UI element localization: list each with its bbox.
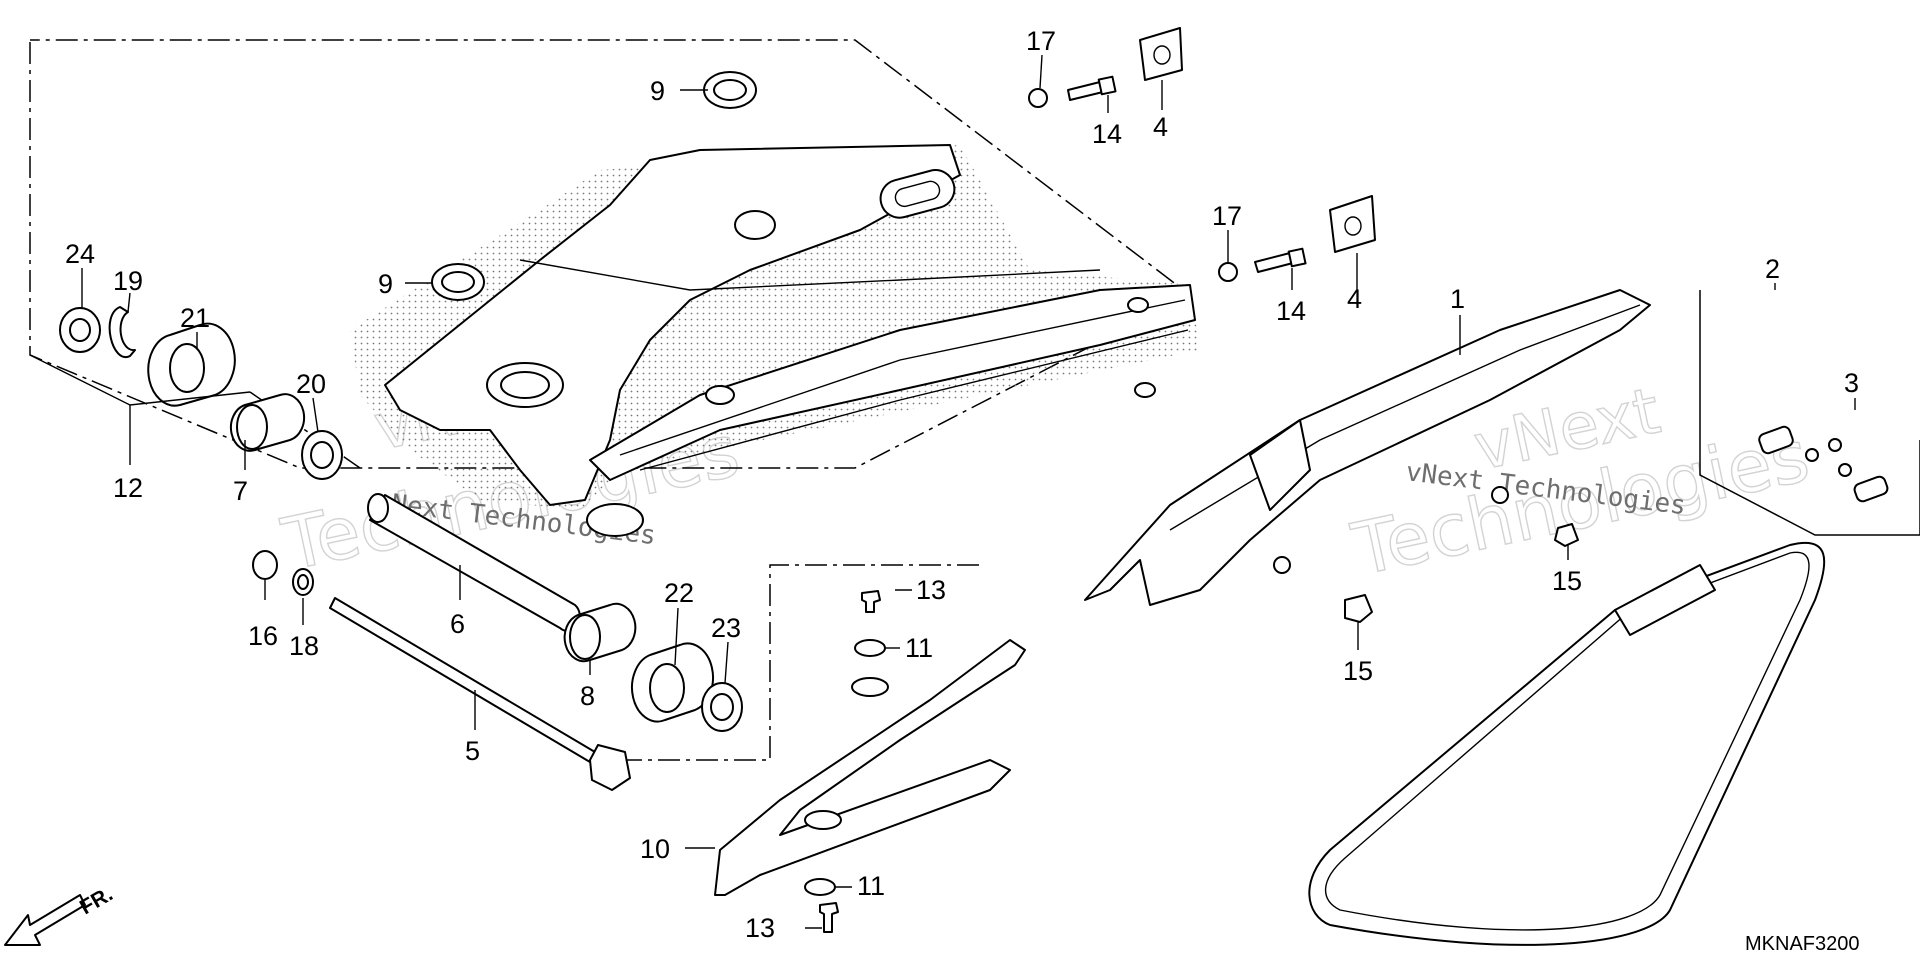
callout-6: 6 (450, 609, 465, 639)
callout-3: 3 (1844, 368, 1859, 398)
part-8-collar (563, 602, 637, 663)
part-16-nut (252, 550, 278, 580)
part-11-washer-lower (804, 878, 836, 896)
part-24-seal (59, 307, 101, 353)
part-14-bolt-upper (1067, 75, 1117, 101)
callout-21: 21 (180, 303, 210, 333)
front-direction-label: FR. (76, 882, 117, 919)
callouts: 1 2 3 4 4 5 6 7 8 9 9 10 11 11 12 13 13 … (65, 26, 1859, 943)
callout-9: 9 (378, 269, 393, 299)
callout-4: 4 (1153, 112, 1168, 142)
callout-14: 14 (1276, 296, 1306, 326)
part-15-bolt-lower (1344, 594, 1373, 623)
part-14-bolt-lower (1254, 247, 1307, 273)
callout-8: 8 (580, 681, 595, 711)
callout-14: 14 (1092, 119, 1122, 149)
part-9-seal-lower (431, 263, 485, 301)
callout-22: 22 (664, 578, 694, 608)
callout-13: 13 (745, 913, 775, 943)
part-3-chain-joint (1699, 290, 1920, 536)
callout-15: 15 (1343, 656, 1373, 686)
part-22-needle-bearing (631, 642, 714, 723)
part-15-bolt-upper (1554, 523, 1579, 547)
callout-7: 7 (233, 476, 248, 506)
part-9-seal-upper (703, 71, 757, 109)
callout-11: 11 (857, 871, 885, 901)
callout-13: 13 (916, 575, 946, 605)
callout-4: 4 (1347, 284, 1362, 314)
callout-20: 20 (296, 369, 326, 399)
part-2-drive-chain (1308, 541, 1826, 946)
part-23-seal (701, 682, 743, 732)
callout-17: 17 (1212, 201, 1242, 231)
callout-18: 18 (289, 631, 319, 661)
part-21-needle-bearing (147, 322, 236, 407)
part-11-washer-upper (854, 639, 886, 657)
callout-19: 19 (113, 266, 143, 296)
callout-24: 24 (65, 239, 95, 269)
callout-2: 2 (1765, 254, 1780, 284)
callout-5: 5 (465, 736, 480, 766)
part-17-nut-upper (1028, 88, 1048, 108)
callout-17: 17 (1026, 26, 1056, 56)
part-5-pivot-bolt (329, 597, 631, 791)
callout-10: 10 (640, 834, 670, 864)
diagram-code: MKNAF3200 (1745, 933, 1860, 955)
swingarm (350, 144, 1200, 537)
callout-12: 12 (113, 473, 143, 503)
part-20-bearing (301, 430, 343, 480)
callout-15: 15 (1552, 566, 1582, 596)
callout-11: 11 (905, 633, 933, 663)
callout-9: 9 (650, 76, 665, 106)
part-13-screw-lower (819, 902, 839, 933)
front-direction-arrow: FR. (4, 882, 117, 946)
part-1-chain-case (1084, 289, 1651, 606)
part-4-plate-upper (1139, 27, 1183, 81)
callout-1: 1 (1450, 284, 1465, 314)
part-19-circlip (108, 306, 136, 359)
part-7-collar (229, 393, 306, 452)
part-10-chain-slider (714, 639, 1026, 896)
callout-16: 16 (248, 621, 278, 651)
part-13-screw-upper (861, 590, 881, 613)
leader-lines (29, 54, 1856, 929)
part-18-washer (292, 568, 314, 596)
callout-23: 23 (711, 613, 741, 643)
part-17-nut-lower (1218, 262, 1238, 282)
part-4-plate-lower (1329, 195, 1376, 253)
